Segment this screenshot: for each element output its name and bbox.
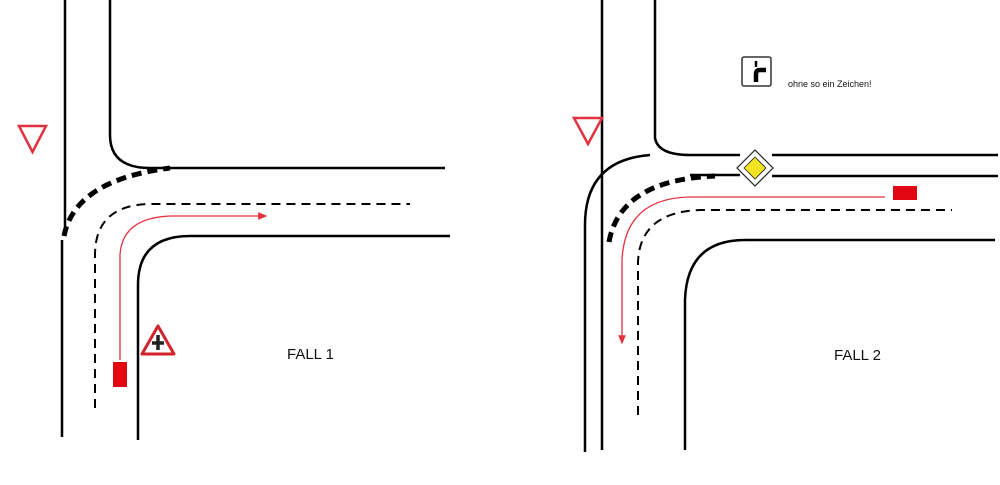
case2-path-arrow [618,196,885,345]
case1-yield-sign-icon [16,124,49,155]
case2-vehicle [893,186,917,200]
lower-corner-edge [683,238,995,450]
priority-road-sign-icon [736,149,774,187]
center-line [94,203,410,408]
priority-road-course-sign-icon [741,56,772,87]
case1-path-arrow [119,212,268,360]
case2-yield-sign-icon [571,116,605,147]
case2-label: FALL 2 [834,347,881,364]
case1-label: FALL 1 [287,346,334,363]
case1-priority-warning-sign-icon [140,324,176,356]
case1-roads [60,0,450,440]
priority-road-edge [690,173,998,178]
sign-note: ohne so ein Zeichen! [788,79,872,89]
case1-vehicle [113,362,127,387]
yield-line [606,173,716,243]
upper-corner-edge [108,0,445,170]
lower-corner-edge [136,234,450,440]
yield-line [61,165,171,237]
outer-curve-edge [583,153,651,452]
case2-roads [583,0,998,452]
center-line [637,209,952,415]
upper-corner-edge [653,0,740,157]
